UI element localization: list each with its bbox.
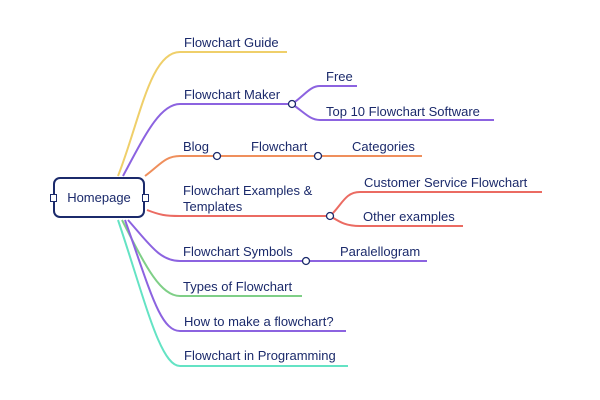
node-blog-flowchart[interactable]: Flowchart xyxy=(251,139,308,154)
connector-programming xyxy=(117,219,348,367)
node-flowchart-examples-line2: Templates xyxy=(183,199,243,214)
root-label: Homepage xyxy=(67,190,131,205)
node-flowchart-maker[interactable]: Flowchart Maker xyxy=(184,87,281,102)
root-right-handle[interactable] xyxy=(142,194,149,202)
node-other-examples[interactable]: Other examples xyxy=(363,209,455,224)
node-customer-service-flowchart[interactable]: Customer Service Flowchart xyxy=(364,175,528,190)
node-flowchart-examples[interactable]: Flowchart Examples & Templates xyxy=(183,183,312,215)
node-flowchart-examples-line1: Flowchart Examples & xyxy=(183,183,313,198)
node-blog[interactable]: Blog xyxy=(183,139,210,154)
connector-flowchart-symbols xyxy=(127,219,427,262)
node-flowchart-programming[interactable]: Flowchart in Programming xyxy=(184,348,336,363)
node-top10-software[interactable]: Top 10 Flowchart Software xyxy=(326,104,480,119)
connector-top10 xyxy=(291,103,494,121)
junction-flowchart-examples xyxy=(325,211,335,221)
junction-blog xyxy=(212,151,222,161)
connector-flowchart-guide xyxy=(117,51,287,177)
connector-blog xyxy=(144,155,422,177)
junction-flowchart-maker xyxy=(287,99,297,109)
root-left-handle[interactable] xyxy=(50,194,57,202)
node-paralellogram[interactable]: Paralellogram xyxy=(340,244,421,259)
connector-how-to xyxy=(124,219,346,332)
root-node-homepage[interactable]: Homepage xyxy=(53,177,145,218)
connector-free xyxy=(291,85,357,105)
connector-flowchart-examples xyxy=(146,209,330,217)
connector-flowchart-maker xyxy=(122,103,292,177)
node-flowchart-symbols[interactable]: Flowchart Symbols xyxy=(183,244,293,259)
node-categories[interactable]: Categories xyxy=(352,139,415,154)
junction-blog-flowchart xyxy=(313,151,323,161)
connector-customer-service xyxy=(329,191,542,217)
node-types-of-flowchart[interactable]: Types of Flowchart xyxy=(183,279,293,294)
node-how-to-make[interactable]: How to make a flowchart? xyxy=(184,314,334,329)
node-flowchart-guide[interactable]: Flowchart Guide xyxy=(184,35,279,50)
junction-flowchart-symbols xyxy=(301,256,311,266)
node-free[interactable]: Free xyxy=(326,69,353,84)
